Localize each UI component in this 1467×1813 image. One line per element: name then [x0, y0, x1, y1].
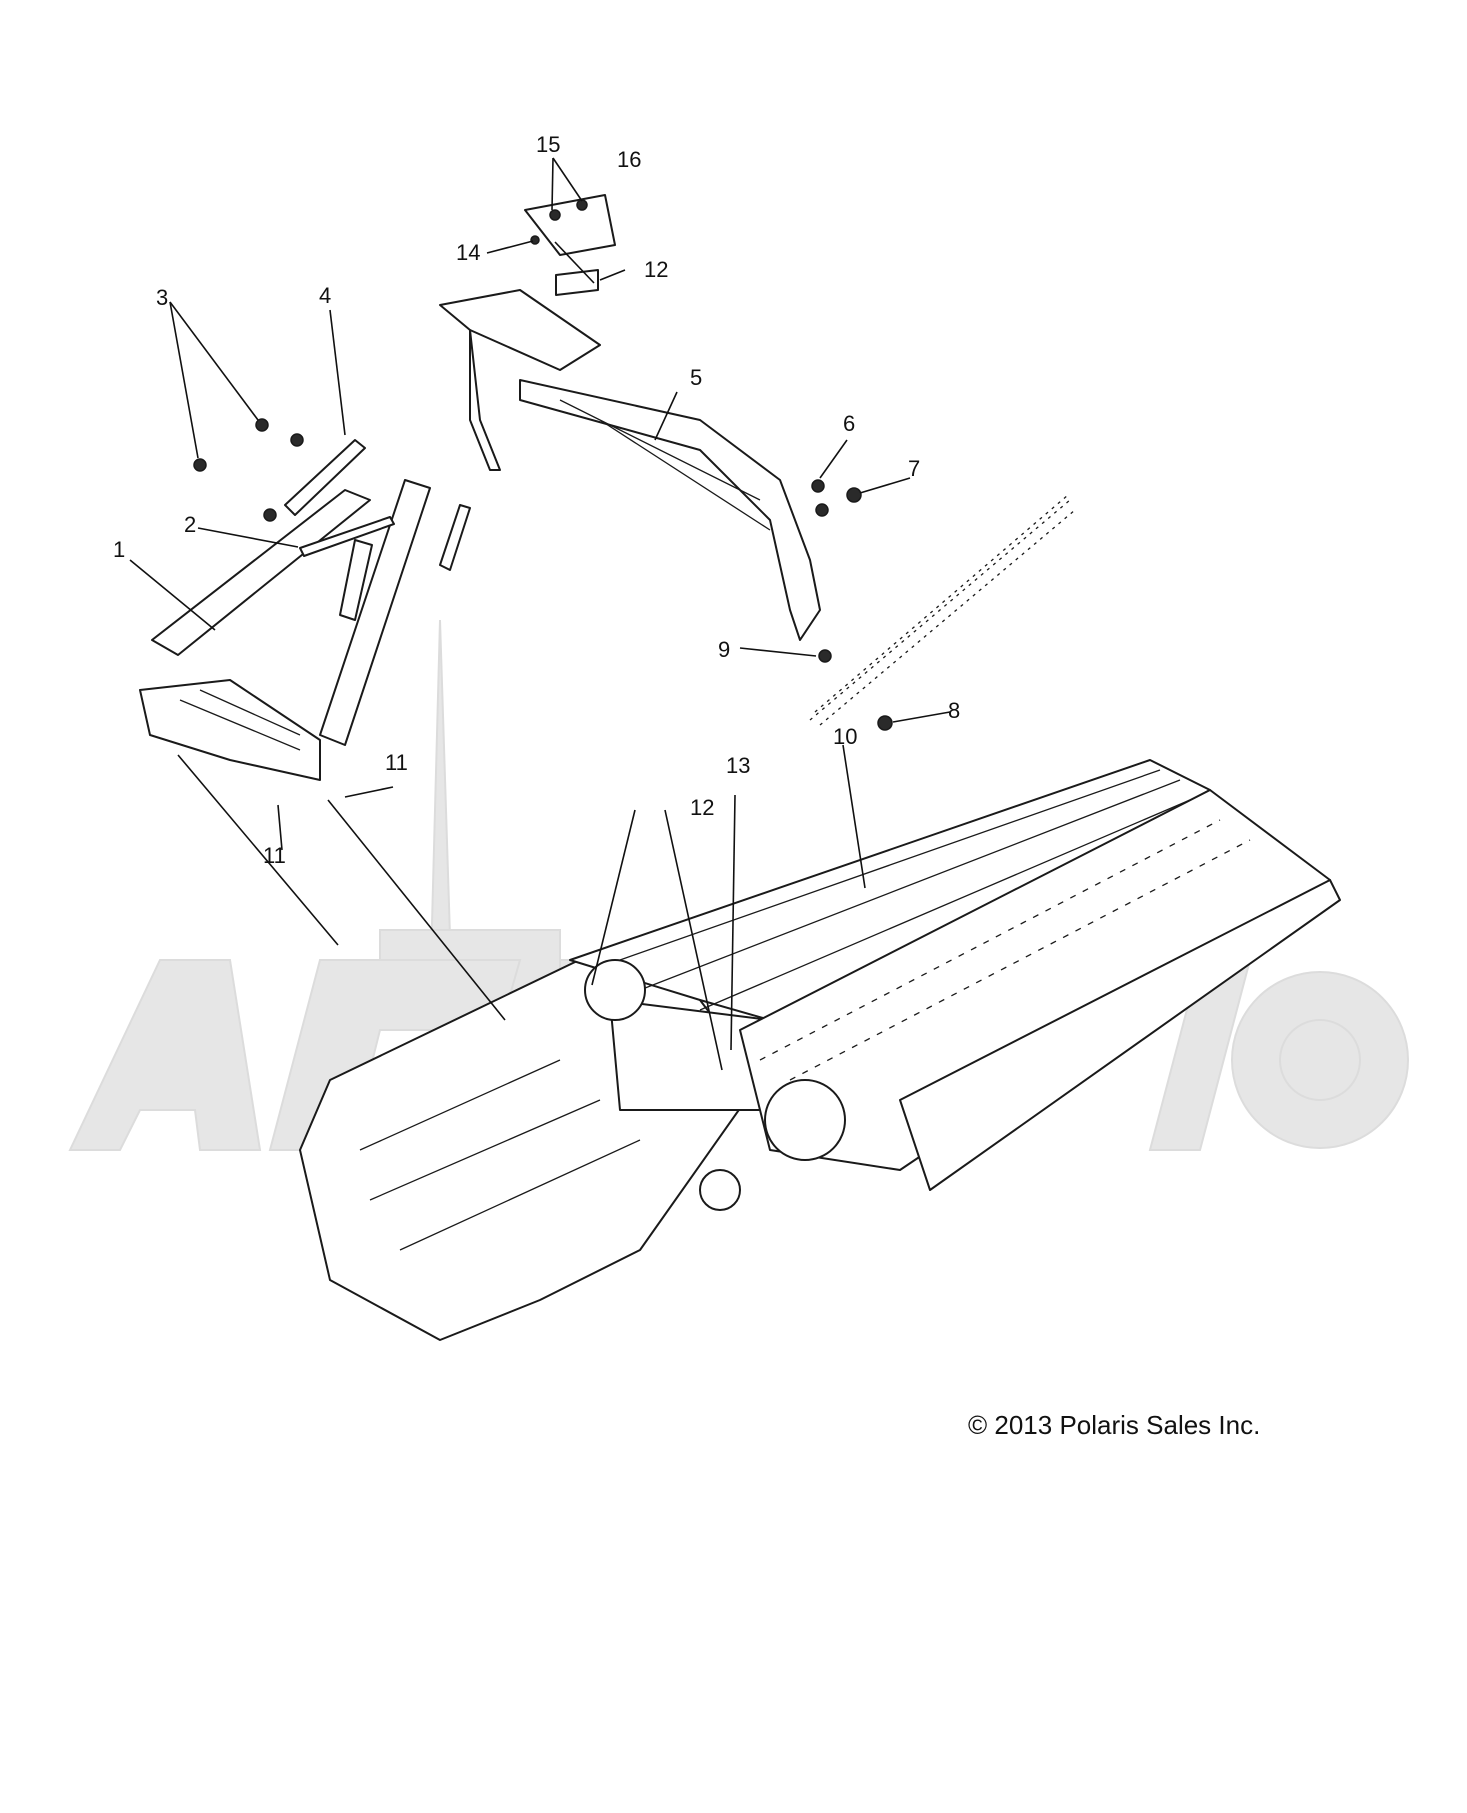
bolt-6 [811, 479, 825, 493]
front-tube-assembly [139, 479, 431, 781]
callout-10: 10 [833, 724, 857, 749]
part-2-bar [299, 516, 395, 557]
callout-8: 8 [948, 698, 960, 723]
nut-7 [846, 487, 862, 503]
callout-7: 7 [908, 456, 920, 481]
callout-11-left: 11 [263, 843, 286, 868]
callout-12-top: 12 [644, 257, 668, 282]
chassis-frame [299, 759, 1341, 1341]
leader-lines [129, 157, 951, 1071]
clip-9 [818, 649, 832, 663]
part-4-link-b [439, 504, 471, 571]
copyright-text: © 2013 Polaris Sales Inc. [968, 1410, 1261, 1440]
callout-12-bottom: 12 [690, 795, 714, 820]
callout-2: 2 [184, 512, 196, 537]
callout-6: 6 [843, 411, 855, 436]
callout-labels: 1 2 3 4 5 6 7 8 9 10 11 11 12 12 13 14 1… [113, 132, 960, 868]
bolt-8 [877, 715, 893, 731]
callout-11-right: 11 [385, 750, 408, 775]
upper-frame-5 [439, 289, 821, 641]
bolt-group-3 [193, 418, 304, 522]
part-4-link [284, 439, 366, 516]
callout-14: 14 [456, 240, 480, 265]
rivet-strip-10 [809, 494, 1076, 726]
callout-13: 13 [726, 753, 750, 778]
callout-15: 15 [536, 132, 560, 157]
callout-3: 3 [156, 285, 168, 310]
callout-4: 4 [319, 283, 331, 308]
callout-1: 1 [113, 537, 125, 562]
callout-9: 9 [718, 637, 730, 662]
bolt-6b [815, 503, 829, 517]
callout-16: 16 [617, 147, 641, 172]
callout-5: 5 [690, 365, 702, 390]
